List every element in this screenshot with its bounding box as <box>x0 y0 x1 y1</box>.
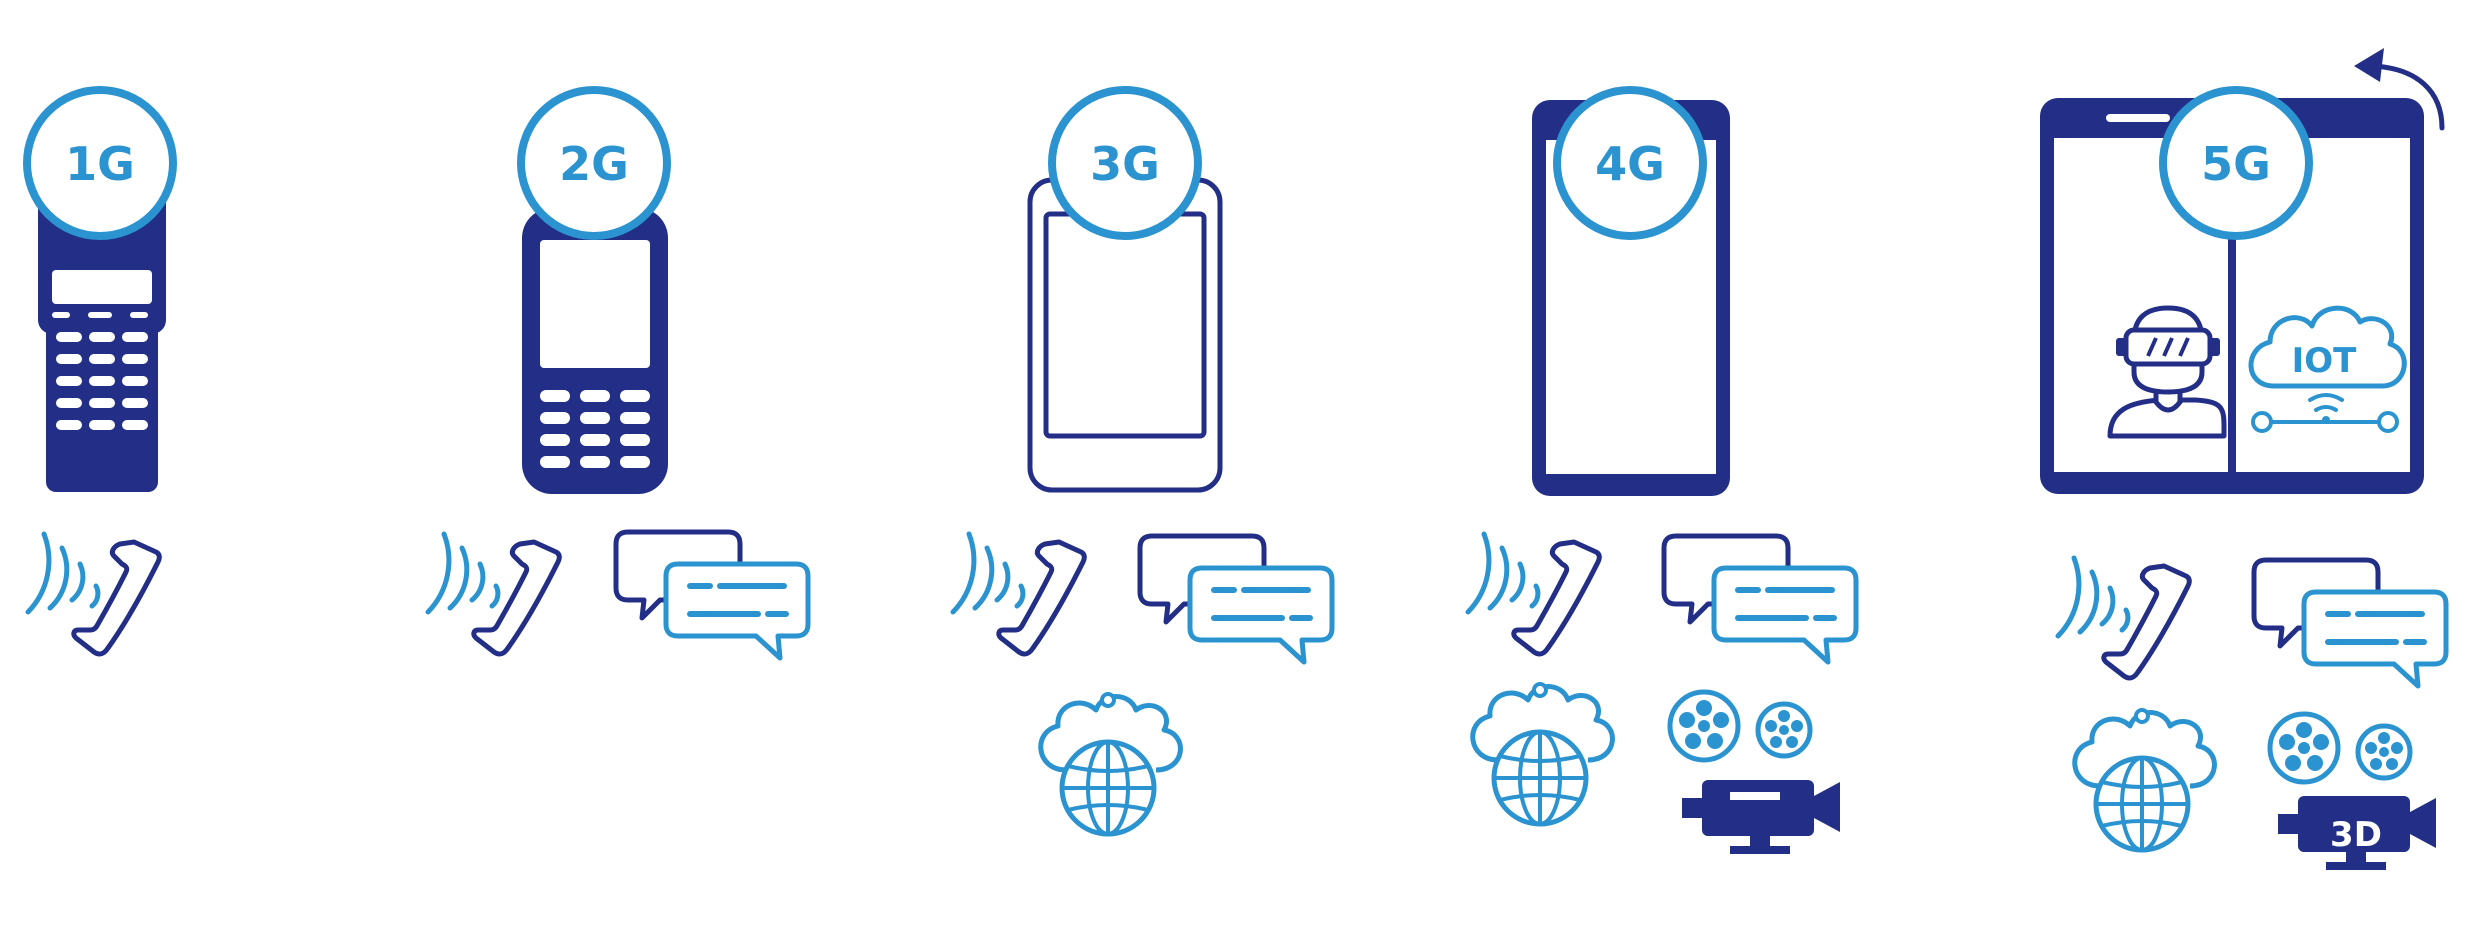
3d-label: 3D <box>2330 815 2382 855</box>
phone-handset-icon <box>2058 558 2189 678</box>
chat-bubbles-icon <box>616 532 808 658</box>
globe-cloud-icon <box>1041 694 1181 834</box>
iot-label: IOT <box>2292 341 2358 381</box>
generation-badge: 2G <box>517 86 671 240</box>
generation-label: 3G <box>1090 137 1160 191</box>
generation-4g: 4G <box>1468 86 1856 854</box>
keypad-phone-icon <box>522 208 668 494</box>
rotate-arrow-icon <box>2354 48 2445 131</box>
generation-label: 4G <box>1595 137 1665 191</box>
chat-bubbles-icon <box>1664 536 1856 662</box>
generation-badge: 5G <box>2159 86 2313 240</box>
generation-label: 5G <box>2201 137 2271 191</box>
generation-badge: 3G <box>1048 86 1202 240</box>
vr-headset-icon <box>2107 305 2227 439</box>
phone-handset-icon <box>28 534 159 654</box>
generation-2g: 2G <box>428 86 808 658</box>
touchscreen-phone-icon <box>1027 177 1223 493</box>
film-camera-3d-icon: 3D <box>2270 714 2436 870</box>
phone-handset-icon <box>953 534 1084 654</box>
chat-bubbles-icon <box>1140 536 1332 662</box>
film-camera-icon <box>1670 692 1840 854</box>
generation-badge: 4G <box>1553 86 1707 240</box>
phone-handset-icon <box>428 534 559 654</box>
chat-bubbles-icon <box>2254 560 2446 686</box>
generation-label: 1G <box>65 137 135 191</box>
generation-5g: IOT 5G 3D <box>2040 48 2446 870</box>
generation-1g: 1G <box>23 86 177 654</box>
globe-cloud-icon <box>2075 710 2215 850</box>
generation-label: 2G <box>559 137 629 191</box>
iot-cloud-icon: IOT <box>2248 305 2407 433</box>
phone-handset-icon <box>1468 534 1599 654</box>
generation-3g: 3G <box>953 86 1332 834</box>
generation-badge: 1G <box>23 86 177 240</box>
globe-cloud-icon <box>1473 684 1613 824</box>
